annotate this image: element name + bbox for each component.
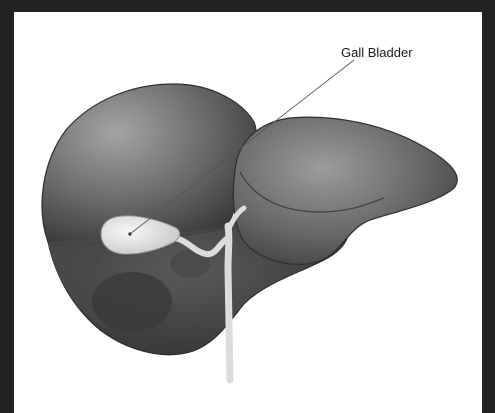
liver-illustration bbox=[14, 12, 482, 413]
gallbladder-label: Gall Bladder bbox=[341, 45, 413, 60]
common-bile-duct bbox=[228, 226, 230, 380]
diagram-canvas: Gall Bladder bbox=[14, 12, 482, 413]
liver-lower-lobe bbox=[92, 272, 172, 332]
